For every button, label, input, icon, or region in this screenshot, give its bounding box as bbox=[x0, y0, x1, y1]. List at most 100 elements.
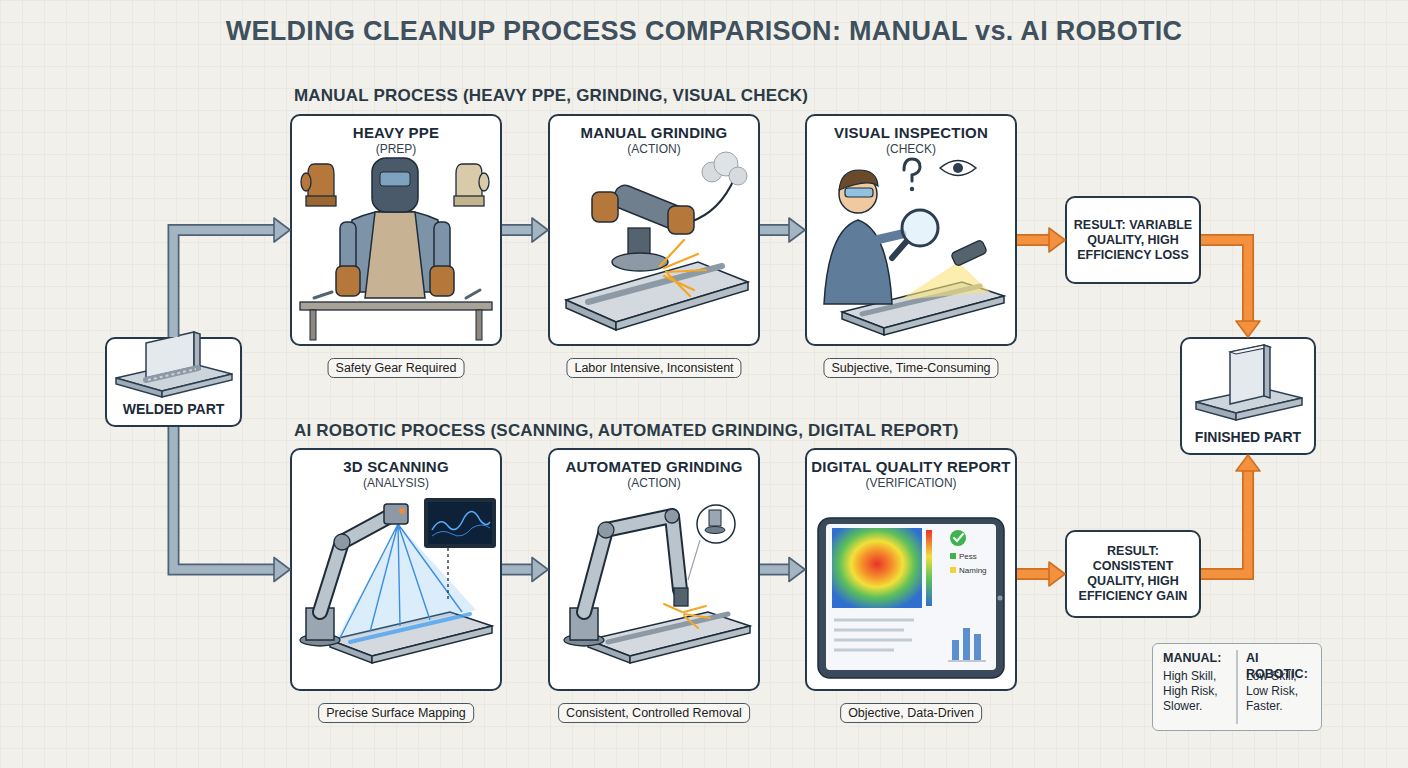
tablet-report-art-shape bbox=[832, 528, 922, 608]
arrow-outline bbox=[502, 564, 534, 576]
arrow-shaft bbox=[1201, 469, 1248, 574]
manual-grinding-art-shape bbox=[616, 282, 748, 330]
scanning-robot-art-shape bbox=[334, 534, 350, 550]
grinding-robot-art-shape bbox=[598, 522, 614, 538]
flow-arrow bbox=[174, 218, 291, 337]
node-label: FINISHED PART bbox=[1182, 429, 1314, 445]
visual-inspection-art-shape bbox=[862, 286, 980, 314]
tablet-report-art-shape bbox=[963, 628, 970, 660]
arrow-outline bbox=[1017, 234, 1051, 246]
finished-part-art-shape bbox=[1196, 388, 1302, 413]
manual-grinding-art-shape bbox=[610, 182, 691, 233]
flow-arrow bbox=[760, 558, 805, 582]
finished-part-art-shape bbox=[1230, 345, 1270, 354]
tablet-report-art-shape bbox=[950, 553, 956, 559]
grinding-robot-art-shape bbox=[588, 640, 630, 663]
node-label: RESULT: VARIABLE QUALITY, HIGH EFFICIENC… bbox=[1067, 218, 1199, 263]
visual-inspection-art-shape bbox=[940, 161, 976, 176]
connectors bbox=[174, 218, 1261, 586]
scanning-robot-art-shape bbox=[320, 516, 390, 612]
grinding-robot-art-shape bbox=[688, 540, 700, 580]
visual-inspection-art-shape bbox=[900, 262, 990, 300]
ppe-welder-art-shape bbox=[340, 222, 356, 272]
grinding-robot-art-shape bbox=[588, 612, 750, 656]
visual-inspection-art-shape bbox=[884, 296, 1004, 335]
welded-part-art bbox=[116, 332, 232, 397]
step-subtitle: (PREP) bbox=[292, 142, 500, 156]
ppe-welder-art-shape bbox=[380, 172, 410, 186]
ppe-welder-art-shape bbox=[434, 222, 450, 272]
visual-inspection-art bbox=[824, 159, 1004, 335]
ppe-welder-art-shape bbox=[310, 310, 316, 340]
status-legend-text: Pess bbox=[959, 552, 977, 561]
scanning-robot-art-shape bbox=[432, 525, 490, 536]
ppe-welder-art-shape bbox=[476, 310, 482, 340]
process-step-box: 3D SCANNING(ANALYSIS)Precise Surface Map… bbox=[290, 448, 502, 691]
welded-part-art-shape bbox=[148, 369, 196, 380]
visual-inspection-art-shape bbox=[842, 312, 884, 335]
grinding-robot-art-shape bbox=[564, 634, 604, 646]
visual-inspection-art-shape bbox=[951, 239, 988, 266]
ppe-welder-art-shape bbox=[346, 210, 444, 292]
result-arrow bbox=[1201, 240, 1260, 337]
process-step-box: HEAVY PPE(PREP)Safety Gear Required bbox=[290, 114, 502, 346]
welded-part-art-shape bbox=[194, 332, 200, 369]
ppe-welder-art-shape-shape bbox=[454, 196, 484, 206]
process-step-box: AUTOMATED GRINDING(ACTION)Consistent, Co… bbox=[548, 448, 760, 691]
arrow-outline bbox=[1201, 240, 1248, 323]
grinding-robot-art-shape bbox=[630, 626, 750, 663]
arrow-shaft bbox=[1201, 240, 1248, 323]
visual-inspection-art-shape bbox=[910, 187, 914, 191]
arrow-head bbox=[1049, 228, 1065, 252]
step-subtitle: (ACTION) bbox=[550, 476, 758, 490]
grinding-robot-art-shape bbox=[665, 509, 679, 523]
visual-inspection-art-shape bbox=[904, 159, 920, 181]
tablet-report-art-shape bbox=[834, 620, 914, 650]
step-subtitle: (CHECK) bbox=[807, 142, 1015, 156]
arrow-head bbox=[274, 558, 290, 582]
visual-inspection-art-shape bbox=[839, 175, 877, 213]
comparison-text: High Skill, High Risk, Slower. bbox=[1163, 669, 1237, 714]
tablet-report-art-shape bbox=[952, 640, 959, 660]
arrow-head bbox=[1236, 321, 1260, 337]
comparison-text: Low Skill, Low Risk, Faster. bbox=[1246, 669, 1320, 714]
scanning-robot-art bbox=[300, 498, 496, 663]
arrow-outline bbox=[760, 224, 791, 236]
welded-part-art-shape bbox=[162, 374, 232, 397]
arrow-shaft bbox=[174, 427, 277, 570]
step-title: 3D SCANNING bbox=[292, 458, 500, 475]
node-label: RESULT: CONSISTENT QUALITY, HIGH EFFICIE… bbox=[1067, 544, 1199, 604]
visual-inspection-art-shape bbox=[902, 210, 938, 246]
ppe-welder-art bbox=[300, 158, 492, 340]
tablet-report-art bbox=[818, 518, 1004, 678]
process-step-box: VISUAL INSPECTION(CHECK)Subjective, Time… bbox=[805, 114, 1017, 346]
arrow-head bbox=[1049, 562, 1065, 586]
step-caption: Consistent, Controlled Removal bbox=[558, 703, 750, 723]
manual-grinding-art-shape bbox=[566, 300, 616, 330]
flow-arrow bbox=[174, 427, 291, 582]
step-subtitle: (ACTION) bbox=[550, 142, 758, 156]
arrow-shaft bbox=[760, 226, 791, 235]
scanning-robot-art-shape bbox=[340, 524, 462, 638]
manual-grinding-art-shape bbox=[714, 152, 738, 176]
grinding-robot-art-shape bbox=[697, 505, 735, 543]
finished-part-art-shape bbox=[1196, 402, 1236, 420]
grinding-robot-art-shape bbox=[608, 614, 728, 642]
scanning-robot-art-shape bbox=[372, 626, 492, 663]
arrow-shaft bbox=[1017, 570, 1051, 579]
grinding-robot-art-shape bbox=[705, 527, 725, 534]
manual-grinding-art-shape bbox=[729, 167, 747, 185]
result-box: RESULT: CONSISTENT QUALITY, HIGH EFFICIE… bbox=[1065, 530, 1201, 618]
visual-inspection-art-shape bbox=[824, 220, 892, 304]
grinding-robot-art-shape bbox=[570, 608, 598, 640]
scanning-robot-art-shape bbox=[330, 612, 492, 656]
scanning-robot-art-shape bbox=[306, 608, 334, 640]
step-caption: Safety Gear Required bbox=[328, 358, 465, 378]
manual-grinding-art-shape bbox=[660, 240, 706, 296]
scanning-robot-art-shape bbox=[300, 634, 340, 646]
arrow-head bbox=[789, 218, 805, 242]
welded-part-art-shape bbox=[146, 368, 198, 380]
